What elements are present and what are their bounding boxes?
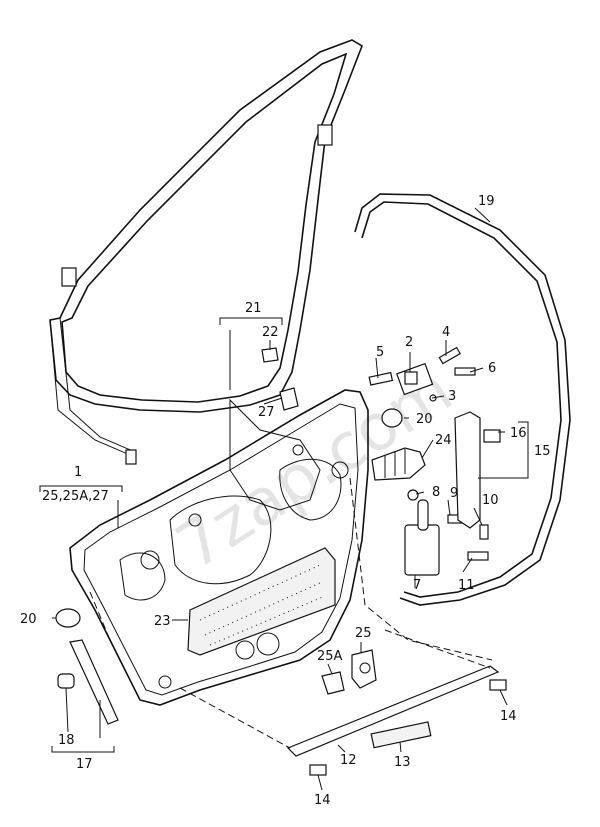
callout-20-lower: 20 <box>20 612 37 627</box>
callout-15: 15 <box>534 444 551 459</box>
clip-27 <box>279 387 299 411</box>
callout-23: 23 <box>154 614 171 629</box>
callout-8: 8 <box>432 485 440 500</box>
callouts: 21 22 27 2 4 5 3 6 20 24 16 15 19 8 9 10… <box>20 194 551 808</box>
leader-lines <box>52 207 508 791</box>
grommet-upper <box>381 408 403 428</box>
callout-17: 17 <box>76 757 93 772</box>
callout-18: 18 <box>58 733 75 748</box>
door-shell <box>69 389 369 706</box>
callout-12: 12 <box>340 753 357 768</box>
callout-20-upper: 20 <box>416 412 433 427</box>
door-frame-seal <box>49 39 363 465</box>
callout-9: 9 <box>450 486 458 501</box>
callout-2: 2 <box>405 335 413 350</box>
callout-3: 3 <box>448 389 456 404</box>
rubber-bellows <box>371 447 426 481</box>
clip-22 <box>261 347 279 363</box>
callout-19: 19 <box>478 194 495 209</box>
door-check-strap <box>454 411 501 529</box>
callout-5: 5 <box>376 345 384 360</box>
callout-13: 13 <box>394 755 411 770</box>
callout-14-bottom: 14 <box>314 793 331 808</box>
upper-hinge <box>368 346 476 402</box>
callout-6: 6 <box>488 361 496 376</box>
trim-strip-17 <box>57 639 119 725</box>
callout-14-right: 14 <box>500 709 517 724</box>
callout-4: 4 <box>442 325 450 340</box>
clips-25 <box>321 649 377 695</box>
callout-1: 1 <box>74 465 82 480</box>
callout-7: 7 <box>413 578 421 593</box>
callout-22: 22 <box>262 325 279 340</box>
callout-21: 21 <box>245 301 262 316</box>
callout-24: 24 <box>435 433 452 448</box>
callout-25: 25 <box>355 626 372 641</box>
callout-16: 16 <box>510 426 527 441</box>
callout-10: 10 <box>482 493 499 508</box>
callout-1-sub: 25,25A,27 <box>42 489 109 504</box>
outer-door-seal <box>354 193 571 606</box>
cap-lower <box>55 608 81 628</box>
sound-insulation-pad <box>187 547 336 656</box>
callout-27: 27 <box>258 405 275 420</box>
sill-strip <box>286 665 507 776</box>
callout-11: 11 <box>458 578 475 593</box>
callout-25a: 25A <box>317 649 343 664</box>
brackets <box>39 317 529 753</box>
